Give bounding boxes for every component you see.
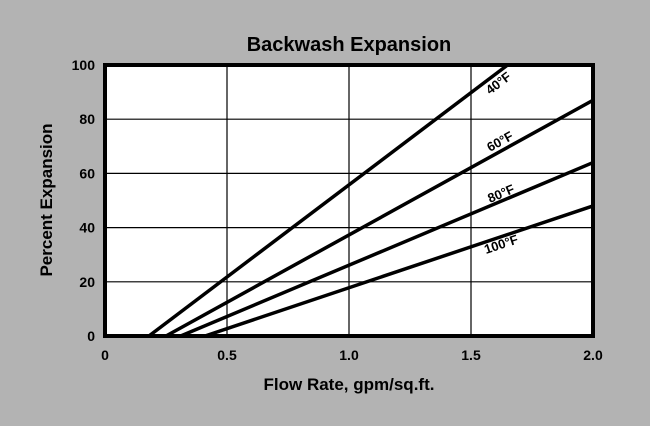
y-tick: 0: [87, 328, 95, 344]
series-lines: [147, 63, 594, 338]
series-line: [165, 98, 594, 338]
x-tick: 0: [101, 347, 109, 363]
y-tick: 20: [79, 274, 95, 290]
chart-title: Backwash Expansion: [247, 34, 452, 56]
y-tick: 60: [79, 165, 95, 181]
x-axis-label: Flow Rate, gpm/sq.ft.: [264, 375, 435, 394]
x-tick-labels: 0 0.5 1.0 1.5 2.0: [101, 347, 603, 363]
y-axis-label: Percent Expansion: [37, 123, 56, 276]
series-line: [147, 63, 509, 338]
x-tick: 2.0: [583, 347, 603, 363]
series-line: [204, 204, 594, 338]
x-tick: 1.0: [339, 347, 359, 363]
y-tick-labels: 0 20 40 60 80 100: [72, 57, 96, 344]
plot-border: [103, 63, 595, 338]
x-tick: 0.5: [217, 347, 237, 363]
y-tick: 40: [79, 220, 95, 236]
y-tick: 80: [79, 111, 95, 127]
y-tick: 100: [72, 57, 96, 73]
x-tick: 1.5: [461, 347, 481, 363]
series-line: [179, 160, 594, 338]
